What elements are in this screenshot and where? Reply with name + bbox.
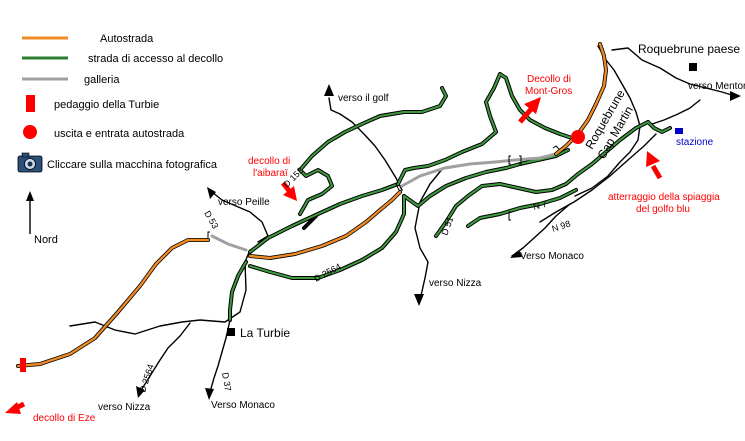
road-coast-east <box>651 99 701 125</box>
road-label-n7: N 7 <box>532 199 548 212</box>
toll-turbie-icon <box>20 358 26 372</box>
toll-icon <box>26 95 35 112</box>
arrow-decollo-eze-icon <box>5 401 26 414</box>
roquebrune-paese-marker-icon <box>689 63 697 71</box>
arrow-verso-monaco-bottom-icon <box>205 388 214 400</box>
access-road-d153 <box>299 87 447 215</box>
la-turbie-marker-icon <box>227 328 235 336</box>
road-d37 <box>209 319 231 393</box>
legend: Autostrada strada di accesso al decollo … <box>17 33 223 173</box>
tunnel-west <box>210 234 248 252</box>
road-label-d37: D 37 <box>220 372 233 392</box>
tunnels <box>210 152 558 252</box>
road-label-n98: N 98 <box>551 219 572 234</box>
access-roads <box>229 73 671 321</box>
verso-monaco-right-label: Verso Monaco <box>520 251 584 262</box>
atterraggio-label-1[interactable]: atterraggio della spiaggia <box>608 192 720 203</box>
stazione-marker-icon <box>675 128 683 134</box>
legend-autostrada-label: Autostrada <box>100 33 154 45</box>
decollo-aibarai-label-1[interactable]: decollo di <box>248 156 290 167</box>
arrow-verso-nizza-center-icon <box>414 294 424 306</box>
verso-peille-label: verso Peille <box>218 197 270 208</box>
road-verso-mentone <box>611 47 736 97</box>
stazione-label: stazione <box>676 137 714 148</box>
access-road-stazione <box>647 121 671 133</box>
legend-camera-label: Cliccare sulla macchina fotografica <box>47 159 218 171</box>
road-label-d2564-bottom: D 2564 <box>137 363 155 394</box>
access-road-n7 <box>435 121 649 237</box>
arrow-verso-golf-icon <box>324 84 334 96</box>
road-label-d51: D 51 <box>439 215 455 236</box>
access-road-la-turbie <box>229 261 247 321</box>
verso-nizza-bottom-label: verso Nizza <box>98 402 151 413</box>
arrow-verso-mentone-icon <box>730 91 741 101</box>
verso-monaco-bottom-label: Verso Monaco <box>211 400 275 411</box>
la-turbie-label: La Turbie <box>240 326 290 340</box>
site-arrows <box>5 97 663 414</box>
access-road-d2564 <box>249 195 405 279</box>
arrow-verso-monaco-right-icon <box>510 250 522 258</box>
legend-exit-label: uscita e entrata autostrada <box>54 128 185 140</box>
access-road-mont-gros <box>397 73 573 185</box>
arrow-verso-peille-icon <box>207 187 216 199</box>
road-verso-nizza-center <box>414 167 444 301</box>
access-road-link <box>403 149 569 207</box>
decollo-aibarai-label-2[interactable]: l'aibaraï <box>253 168 288 179</box>
legend-access-road-label: strada di accesso al decollo <box>88 53 223 65</box>
decollo-mont-gros-label-1[interactable]: Decollo di <box>527 74 571 85</box>
legend-tunnel-label: galleria <box>84 74 120 86</box>
north-arrow-icon <box>26 191 34 234</box>
road-n98 <box>539 133 657 223</box>
atterraggio-label-2[interactable]: del golfo blu <box>636 204 690 215</box>
decollo-eze-label[interactable]: decollo di Eze <box>33 413 96 424</box>
roquebrune-paese-label: Roquebrune paese <box>638 42 740 56</box>
autostrada <box>16 42 608 368</box>
legend-toll-label: pedaggio della Turbie <box>54 99 159 111</box>
road-verso-monaco <box>511 203 571 257</box>
north-label: Nord <box>34 234 58 246</box>
access-road-segment <box>249 183 399 253</box>
road-verso-golf <box>328 97 403 191</box>
decollo-mont-gros-label-2[interactable]: Mont-Gros <box>525 86 572 97</box>
verso-golf-label: verso il golf <box>338 93 389 104</box>
autostrada-central <box>248 190 402 260</box>
arrow-decollo-aibarai-icon <box>281 181 297 201</box>
verso-nizza-center-label: verso Nizza <box>429 278 482 289</box>
arrow-decollo-mont-gros-icon <box>518 97 541 124</box>
coastal-contour-west <box>69 249 251 335</box>
arrow-atterraggio-icon <box>646 151 663 180</box>
arrow-verso-nizza-bottom-icon <box>136 386 145 398</box>
tunnel-portals <box>207 145 561 241</box>
autostrada-east <box>554 42 608 156</box>
road-label-d53: D 53 <box>202 209 220 230</box>
verso-mentone-label: verso Mentone <box>688 81 745 92</box>
road-d2564-bottom <box>139 322 191 393</box>
exit-roquebrune-icon <box>571 130 585 144</box>
road-label-d2564: D 2564 <box>312 261 342 283</box>
autostrada-west <box>16 238 210 368</box>
direction-arrows <box>136 84 741 400</box>
exit-marker-icon <box>23 125 37 139</box>
camera-icon[interactable] <box>17 152 43 173</box>
tunnel-central <box>400 152 558 188</box>
access-road-d51 <box>467 189 577 227</box>
